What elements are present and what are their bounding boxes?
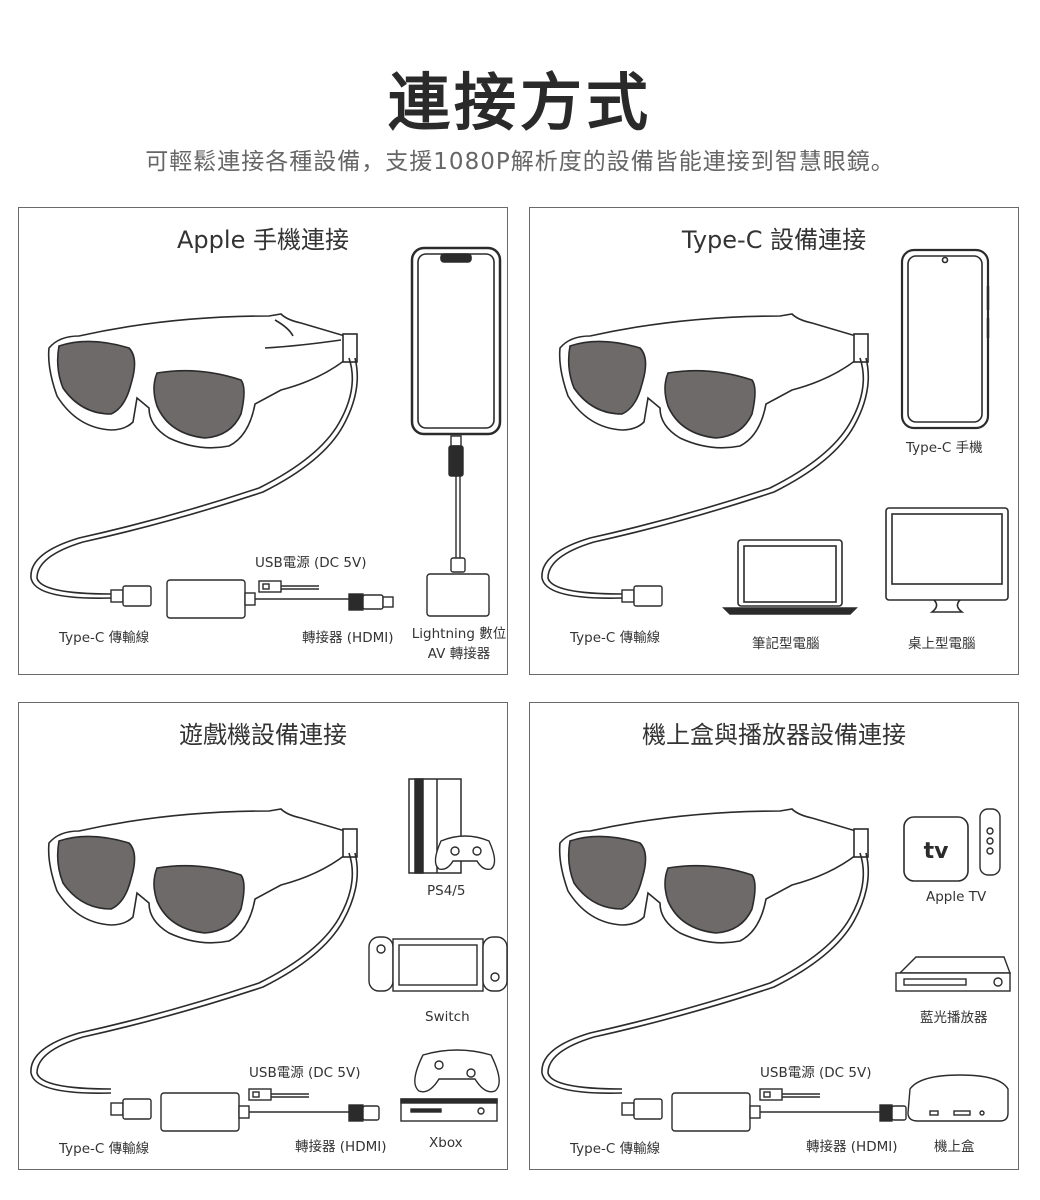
glasses-icon <box>30 808 359 1094</box>
usb-c-plug-icon <box>110 585 152 607</box>
settop-box-icon <box>907 1074 1009 1122</box>
glasses-icon <box>30 313 359 599</box>
hdmi-adapter-icon <box>160 1088 380 1132</box>
laptop-label: 筆記型電腦 <box>752 636 820 652</box>
glasses-icon <box>541 313 870 599</box>
xbox-console-icon <box>400 1098 498 1122</box>
remote-icon <box>979 808 1001 876</box>
panel-title: Apple 手機連接 <box>177 226 349 254</box>
panel-settop: tv 機上盒與播放器設備連接 Apple TV 藍光播放器 USB電源 (DC … <box>529 702 1019 1170</box>
ps-label: PS4/5 <box>427 883 466 899</box>
apple-tv-icon <box>903 816 969 882</box>
usb-c-plug-icon <box>621 585 663 607</box>
hdmi-adapter-icon <box>166 579 394 619</box>
panel-typec: Type-C 設備連接 Type-C 手機 Type-C 傳輸線 筆記型電腦 桌… <box>529 207 1019 675</box>
bluray-label: 藍光播放器 <box>920 1010 988 1026</box>
phone-label: Type-C 手機 <box>906 440 983 456</box>
usb-c-plug-icon <box>110 1098 152 1120</box>
panel-title: 遊戲機設備連接 <box>179 721 347 749</box>
page-subtitle: 可輕鬆連接各種設備，支援1080P解析度的設備皆能連接到智慧眼鏡。 <box>145 149 895 175</box>
glasses-icon <box>541 808 870 1094</box>
usb-power-label: USB電源 (DC 5V) <box>760 1065 872 1081</box>
adapter-label: 轉接器 (HDMI) <box>295 1139 387 1155</box>
panel-title: 機上盒與播放器設備連接 <box>642 721 906 749</box>
gamepad-icon <box>434 835 496 871</box>
cable-label: Type-C 傳輸線 <box>570 1141 661 1157</box>
usb-c-plug-icon <box>621 1098 663 1120</box>
desktop-label: 桌上型電腦 <box>908 636 976 652</box>
android-phone-icon <box>900 248 990 430</box>
panel-title: Type-C 設備連接 <box>681 226 867 254</box>
laptop-icon <box>722 539 858 615</box>
usb-power-label: USB電源 (DC 5V) <box>249 1065 361 1081</box>
xbox-label: Xbox <box>429 1135 463 1151</box>
settop-label: 機上盒 <box>934 1139 975 1155</box>
cable-label: Type-C 傳輸線 <box>59 630 150 646</box>
appletv-label: Apple TV <box>926 889 987 905</box>
adapter-label: 轉接器 (HDMI) <box>302 630 394 646</box>
adapter-label: 轉接器 (HDMI) <box>806 1139 898 1155</box>
hdmi-adapter-icon <box>671 1088 907 1132</box>
switch-icon <box>368 936 508 992</box>
iphone-icon <box>410 246 502 436</box>
panel-apple: Apple 手機連接 Type-C 傳輸線 USB電源 (DC 5V) 轉接器 … <box>18 207 508 675</box>
xbox-controller-icon <box>414 1049 500 1093</box>
page-title: 連接方式 <box>387 66 652 139</box>
bluray-player-icon <box>895 956 1012 992</box>
tv-logo: tv <box>924 839 950 864</box>
lightning-adapter-icon <box>426 435 490 617</box>
panel-game: 遊戲機設備連接 PS4/5 Switch USB電源 (DC 5V) Type-… <box>18 702 508 1170</box>
cable-label: Type-C 傳輸線 <box>59 1141 150 1157</box>
switch-label: Switch <box>425 1009 470 1025</box>
lightning-label: Lightning 數位 AV 轉接器 <box>411 626 507 662</box>
monitor-icon <box>885 507 1009 613</box>
usb-power-label: USB電源 (DC 5V) <box>255 555 367 571</box>
cable-label: Type-C 傳輸線 <box>570 630 661 646</box>
